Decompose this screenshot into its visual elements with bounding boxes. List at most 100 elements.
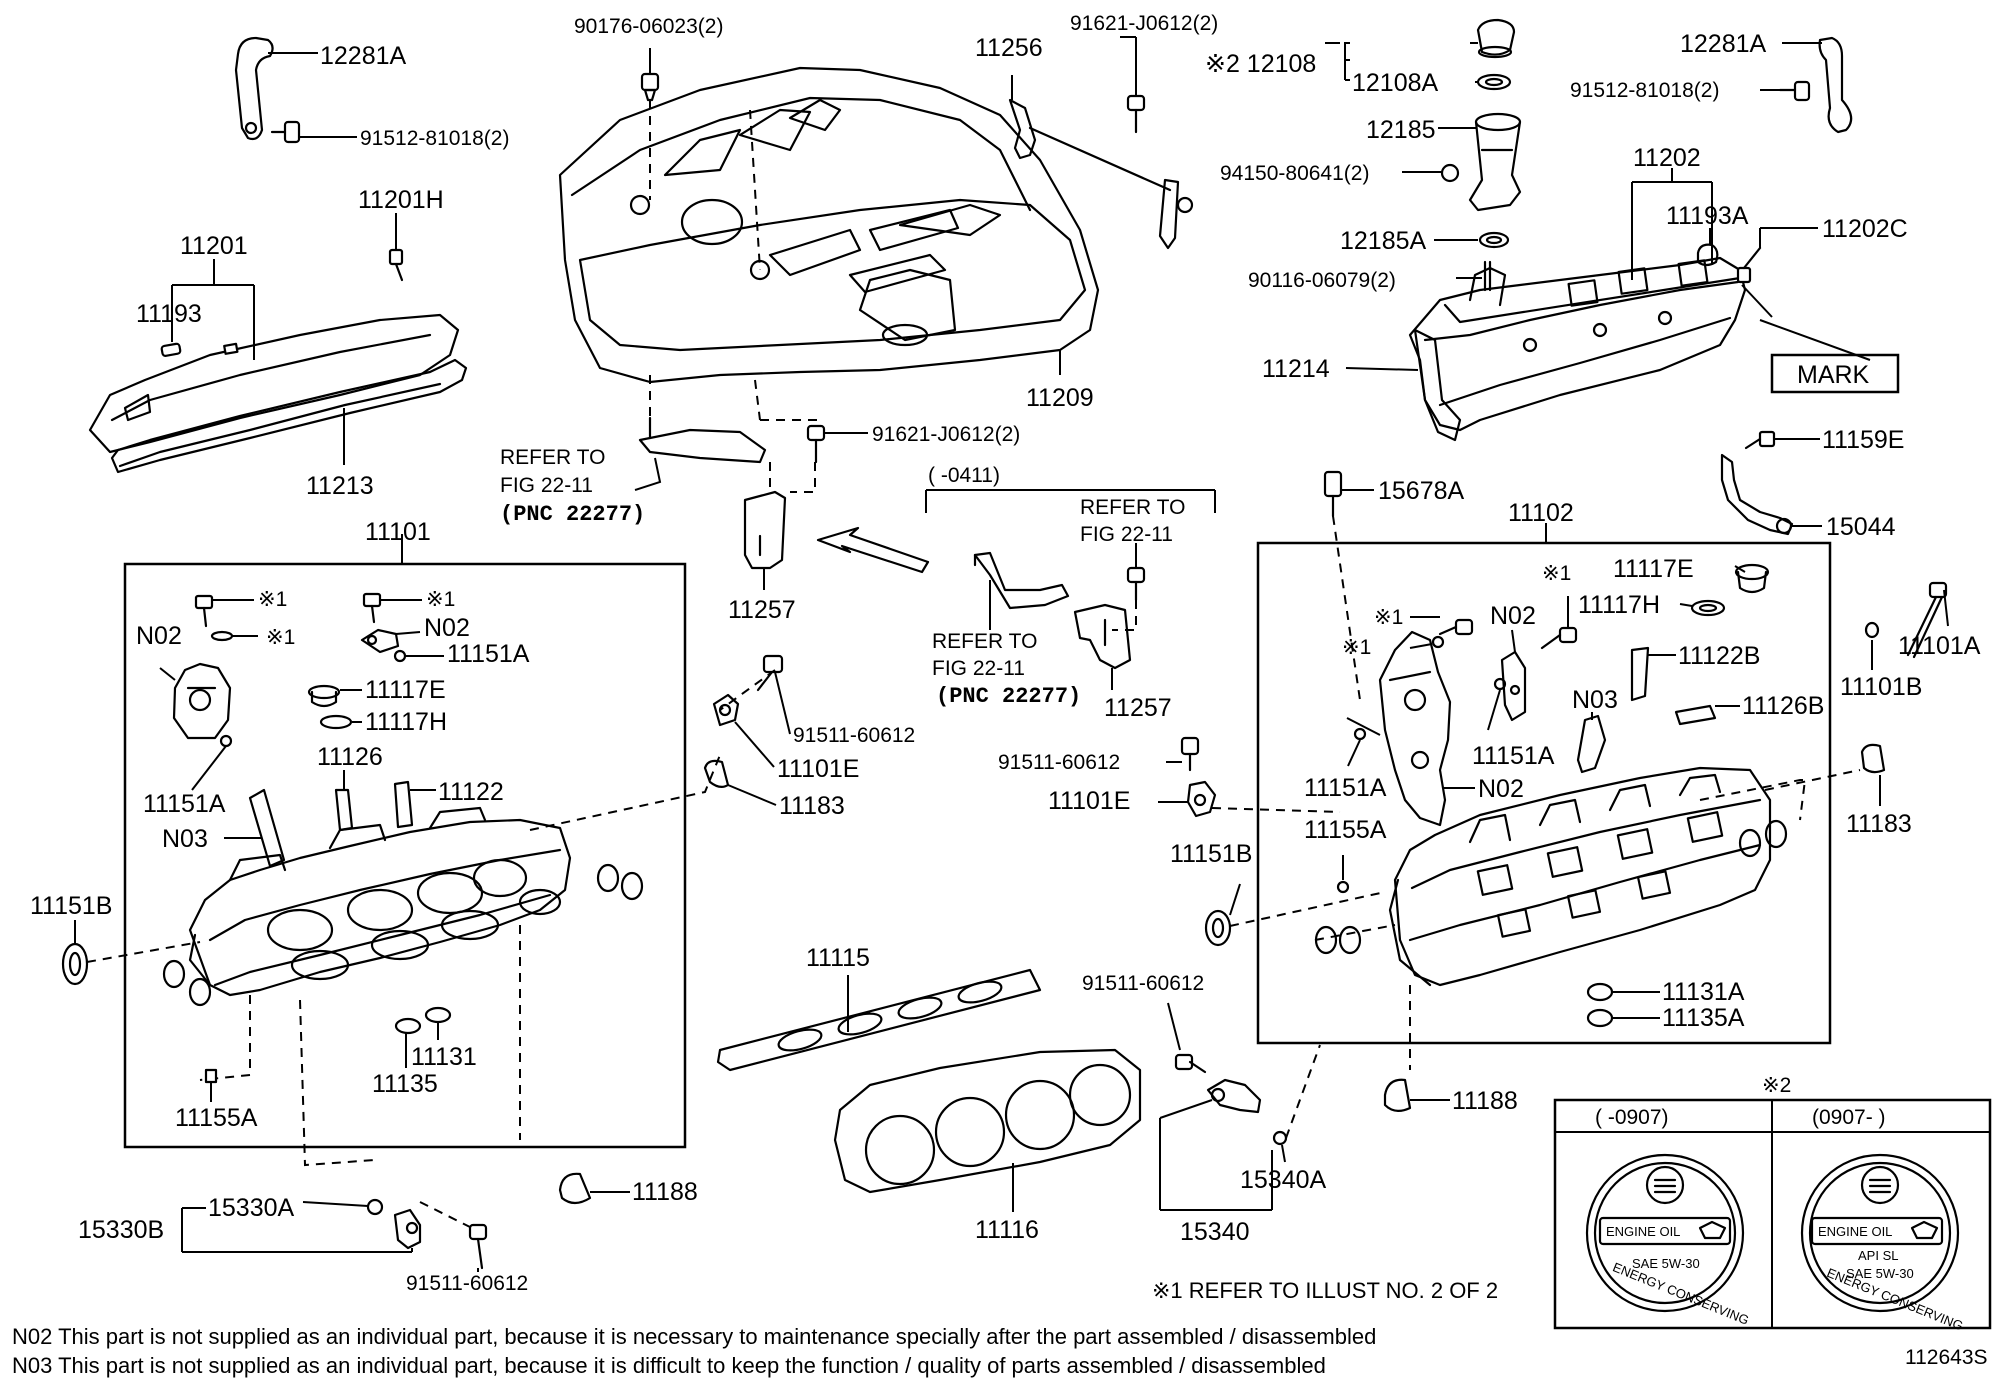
tube-n03-right-drawing [1576, 714, 1607, 774]
pin-11126-left-drawing [334, 788, 354, 832]
cylinder-head-cover-11201-drawing [88, 313, 460, 454]
figure-number: 112643S [1905, 1346, 1988, 1369]
label-box-right-header: (0907- ) [1812, 1106, 1886, 1129]
date-range-bracket-0411 [925, 489, 1216, 513]
plate-n02-left-drawing [360, 628, 400, 654]
bracket-12281A-left-drawing [234, 36, 274, 141]
label-box-left-header: ( -0907) [1595, 1106, 1669, 1129]
oil-filler-cap-12108-drawing [1476, 18, 1516, 59]
stud-90116-drawing [1483, 260, 1492, 292]
label-11201H: 11201H [358, 186, 444, 214]
oil-cap-variants-box [1553, 1098, 1992, 1330]
label-11115: 11115 [806, 944, 870, 972]
bolt-11202C-drawing [1736, 246, 1762, 284]
label-11257-right: 11257 [1104, 694, 1172, 722]
pin-11122B-right-drawing [1630, 646, 1650, 702]
bracket-11257-left-drawing [743, 490, 787, 570]
label-date-0411: ( -0411) [928, 464, 1000, 487]
head-cover-gasket-11213-drawing [110, 358, 468, 474]
label-11117E-left: 11117E [365, 676, 446, 704]
tube-n03-left-drawing [248, 788, 286, 868]
bolt-x1-right-a-drawing [1438, 618, 1474, 636]
label-x1-right-3: ※1 [1542, 562, 1571, 585]
label-cap-engine-oil-1: ENGINE OIL [1606, 1224, 1680, 1239]
label-12108A: 12108A [1352, 69, 1439, 97]
cover-n02-right-drawing [1378, 630, 1452, 827]
direction-arrow [816, 526, 930, 574]
label-11102: 11102 [1508, 499, 1574, 527]
plug-11155A-left-drawing [204, 1068, 218, 1084]
washer-11131-left-drawing [424, 1006, 452, 1024]
label-11101B: 11101B [1840, 673, 1922, 701]
mark-callout-box [1770, 353, 1900, 394]
label-11151B-right: 11151B [1170, 840, 1252, 868]
gasket-12185A-drawing [1478, 231, 1510, 249]
note-n02: N02 This part is not supplied as an indi… [12, 1324, 1376, 1349]
label-n03-right: N03 [1572, 686, 1618, 714]
label-x1-left-b: ※1 [266, 626, 295, 649]
label-n02-right-1: N02 [1490, 602, 1536, 630]
oil-pipe-15044-drawing [1720, 453, 1794, 536]
cylinder-head-gasket-11116-drawing [833, 1048, 1142, 1194]
bolt-11101A-drawing [1906, 581, 1948, 659]
bolt-x1-right-b-drawing [1540, 626, 1578, 650]
label-11183-right: 11183 [1846, 810, 1912, 838]
label-90176-06023: 90176-06023(2) [574, 15, 723, 38]
note-n03: N03 This part is not supplied as an indi… [12, 1353, 1326, 1378]
label-refer-pnc-1: (PNC 22277) [500, 502, 645, 527]
label-x1-refer-note: ※1 REFER TO ILLUST NO. 2 OF 2 [1152, 1278, 1498, 1303]
right-head-assembly-frame [1256, 541, 1832, 1045]
label-11256: 11256 [975, 34, 1043, 62]
label-cap-sae-1: SAE 5W-30 [1632, 1256, 1700, 1271]
label-11214: 11214 [1262, 355, 1330, 383]
label-11209: 11209 [1026, 384, 1094, 412]
label-15330A: 15330A [208, 1194, 295, 1222]
seal-11151B-left [61, 942, 89, 986]
pin-11126B-right-drawing [1674, 704, 1717, 726]
label-11101A: 11101A [1898, 632, 1981, 660]
cylinder-head-11101-drawing [188, 806, 572, 997]
cylinder-head-11102-drawing [1388, 766, 1772, 987]
sensor-15330B-drawing [393, 1208, 422, 1250]
label-11151B-left: 11151B [30, 892, 112, 920]
cover-n02-left-drawing [172, 662, 232, 740]
label-11151A-right-1: 11151A [1472, 742, 1555, 770]
label-11188-right: 11188 [1452, 1087, 1518, 1115]
label-11126-left: 11126 [317, 743, 383, 771]
washer-x1-left-drawing [210, 630, 234, 642]
label-11117H-left: 11117H [365, 708, 447, 736]
left-head-assembly-frame [123, 562, 687, 1149]
label-refer-fig-1: FIG 22-11 [500, 474, 593, 497]
plug-11117E-right-drawing [1734, 563, 1770, 594]
label-94150-80641: 94150-80641(2) [1220, 162, 1369, 185]
label-11117H-right: 11117H [1578, 591, 1660, 619]
gasket-11115-drawing [716, 968, 1042, 1072]
oil-cap-old-drawing [1585, 1153, 1745, 1313]
washer-11131A-right-drawing [1586, 982, 1614, 1002]
sensor-15678A-drawing [1323, 470, 1343, 518]
plug-11193A-drawing [1696, 243, 1719, 267]
label-11155A-left: 11155A [175, 1104, 258, 1132]
label-cap-engine-oil-2: ENGINE OIL [1818, 1224, 1892, 1239]
bolt-91621-mid-drawing [806, 424, 826, 464]
label-91621-j0612-mid: 91621-J0612(2) [872, 423, 1020, 446]
bolt-91511-lower-left-drawing [468, 1223, 488, 1270]
plug-15330A [366, 1198, 384, 1216]
label-x1-left-c: ※1 [426, 588, 455, 611]
seal-11151B-right [1204, 909, 1232, 947]
label-12185A: 12185A [1340, 227, 1427, 255]
bolt-x1-left-a-drawing [194, 594, 214, 628]
label-12281A-right: 12281A [1680, 30, 1767, 58]
label-11126B-right: 11126B [1742, 692, 1824, 720]
label-15340A: 15340A [1240, 1166, 1327, 1194]
sensor-11101E-right-drawing [1186, 780, 1217, 818]
label-x1-left-a: ※1 [258, 588, 287, 611]
bracket-12281A-right-drawing [1818, 36, 1853, 134]
label-11101E-right: 11101E [1048, 787, 1130, 815]
plug-11188-left-drawing [558, 1172, 592, 1205]
label-11101: 11101 [365, 518, 431, 546]
label-refer-to-2: REFER TO [1080, 496, 1185, 519]
pin-11122-left-drawing [393, 780, 414, 829]
label-91511-60612-left-1: 91511-60612 [793, 724, 915, 747]
label-refer-to-1: REFER TO [500, 446, 605, 469]
